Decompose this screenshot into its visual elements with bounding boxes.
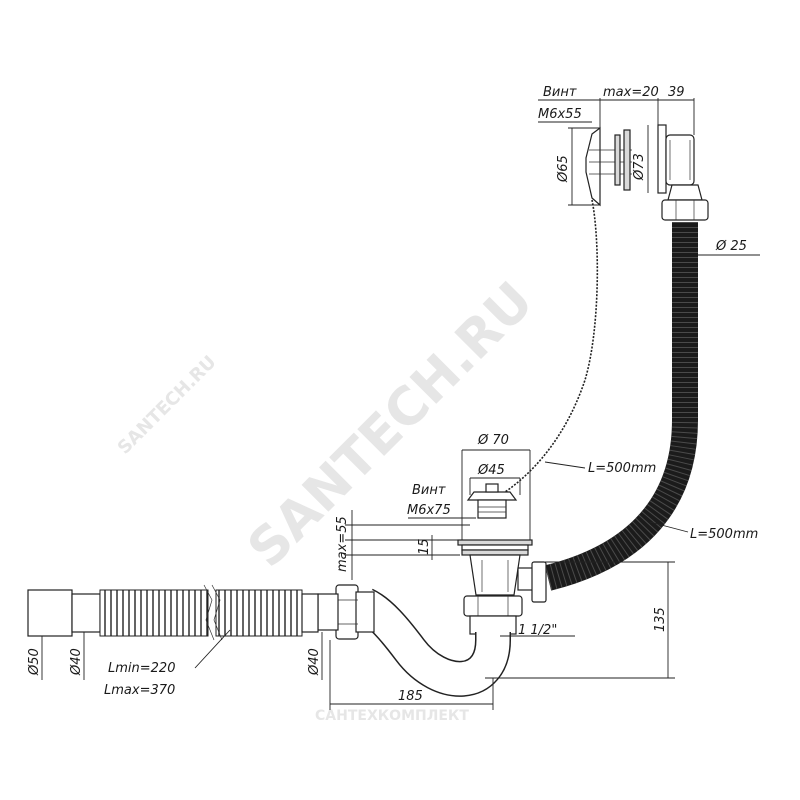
label-screw-bottom-size: M6x75 [407,503,451,518]
label-screw-bottom: Винт [412,483,446,498]
trap-nut [317,584,375,640]
overflow-nut [661,199,709,221]
watermark-site: SANTECH.RU [237,271,545,579]
corrugated-pipe [27,584,319,641]
label-thread: 1 1/2" [518,623,557,638]
dimensions [41,98,760,710]
drain-plug [466,491,518,501]
label-max55: max=55 [335,516,350,572]
overflow-assembly [504,124,709,493]
label-d40-mid: Ø40 [307,648,322,676]
label-screw-top-size: M6x55 [538,107,582,122]
overflow-washer-1 [614,134,621,186]
watermark-footer: САНТЕХКОМПЛЕКТ [315,708,469,724]
plug-chain [504,199,599,493]
overflow-washer-2 [623,129,631,191]
label-dim185: 185 [398,689,423,704]
label-hose-length: L=500mm [690,527,758,542]
labels: Винт M6x55 max=20 39 Ø65 Ø73 Ø 25 Ø 70 Ø… [27,85,758,704]
side-outlet-nut [531,561,547,603]
label-d73: Ø73 [632,153,647,181]
drain-body [469,554,521,596]
label-chain-length: L=500mm [588,461,656,476]
overflow-hose [544,222,698,591]
label-d70: Ø 70 [477,433,509,448]
label-screw-top: Винт [543,85,577,100]
drain-assembly [457,483,547,635]
label-dim135: 135 [653,607,668,632]
drain-nut [463,595,523,617]
watermark-site-small: SANTECH.RU [114,352,221,459]
label-dim39: 39 [668,85,685,100]
overflow-flange [657,124,667,194]
overflow-cover [585,126,601,207]
label-lmax: Lmax=370 [104,683,175,698]
label-d45: Ø45 [477,463,505,478]
label-dim15: 15 [417,538,432,555]
label-lmin: Lmin=220 [108,661,175,676]
label-d40-left: Ø40 [69,648,84,676]
label-d50: Ø50 [27,648,42,676]
label-max20: max=20 [603,85,659,100]
drain-washer [457,539,533,546]
label-d25: Ø 25 [715,239,747,254]
label-d65: Ø65 [556,155,571,183]
